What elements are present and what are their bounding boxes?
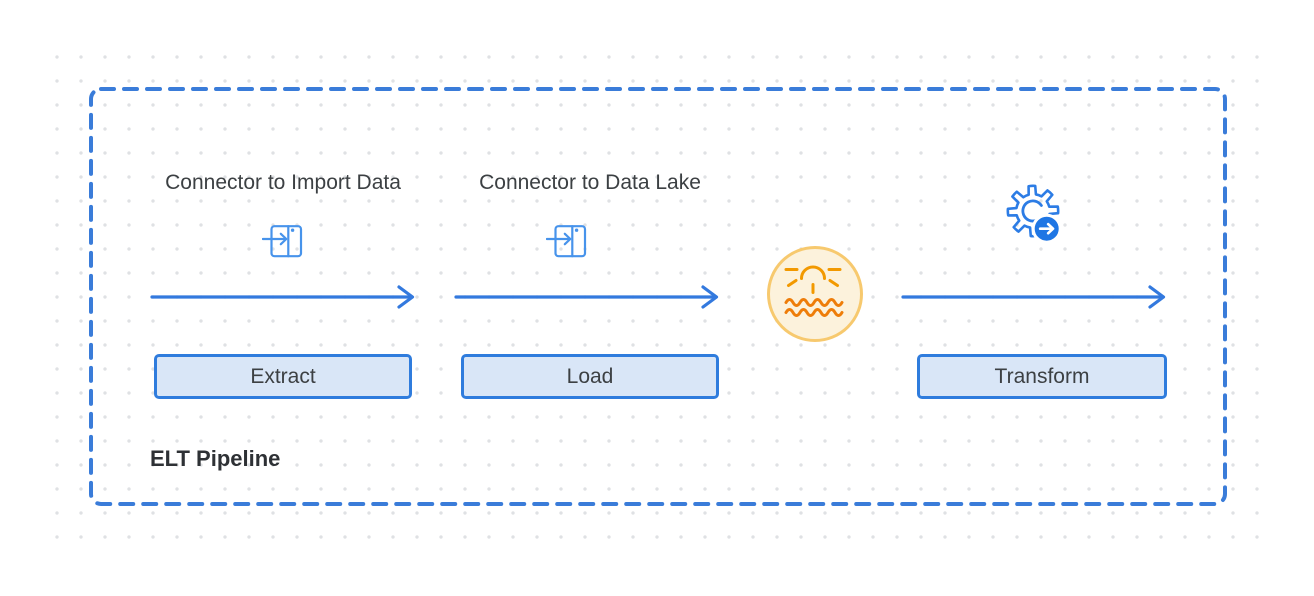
arrow-badge-icon: [1031, 213, 1062, 244]
gear-transform-icon: [1001, 181, 1062, 244]
flow-arrow-extract: [150, 285, 415, 309]
stage-box-extract: Extract: [154, 354, 412, 399]
data-lake-icon: [767, 246, 863, 342]
stage-label: Load: [566, 364, 614, 388]
connector-datalake-label: Connector to Data Lake: [479, 171, 701, 194]
flow-arrow-load: [454, 285, 719, 309]
stage-box-transform: Transform: [917, 354, 1167, 399]
pipeline-title: ELT Pipeline: [150, 446, 281, 471]
connector-icon: [546, 225, 587, 258]
stage-label: Transform: [994, 364, 1090, 388]
stage-label: Extract: [250, 364, 316, 388]
flow-arrow-transform: [901, 285, 1166, 309]
connector-icon: [262, 225, 303, 258]
stage-box-load: Load: [461, 354, 719, 399]
connector-import-label: Connector to Import Data: [165, 171, 401, 194]
